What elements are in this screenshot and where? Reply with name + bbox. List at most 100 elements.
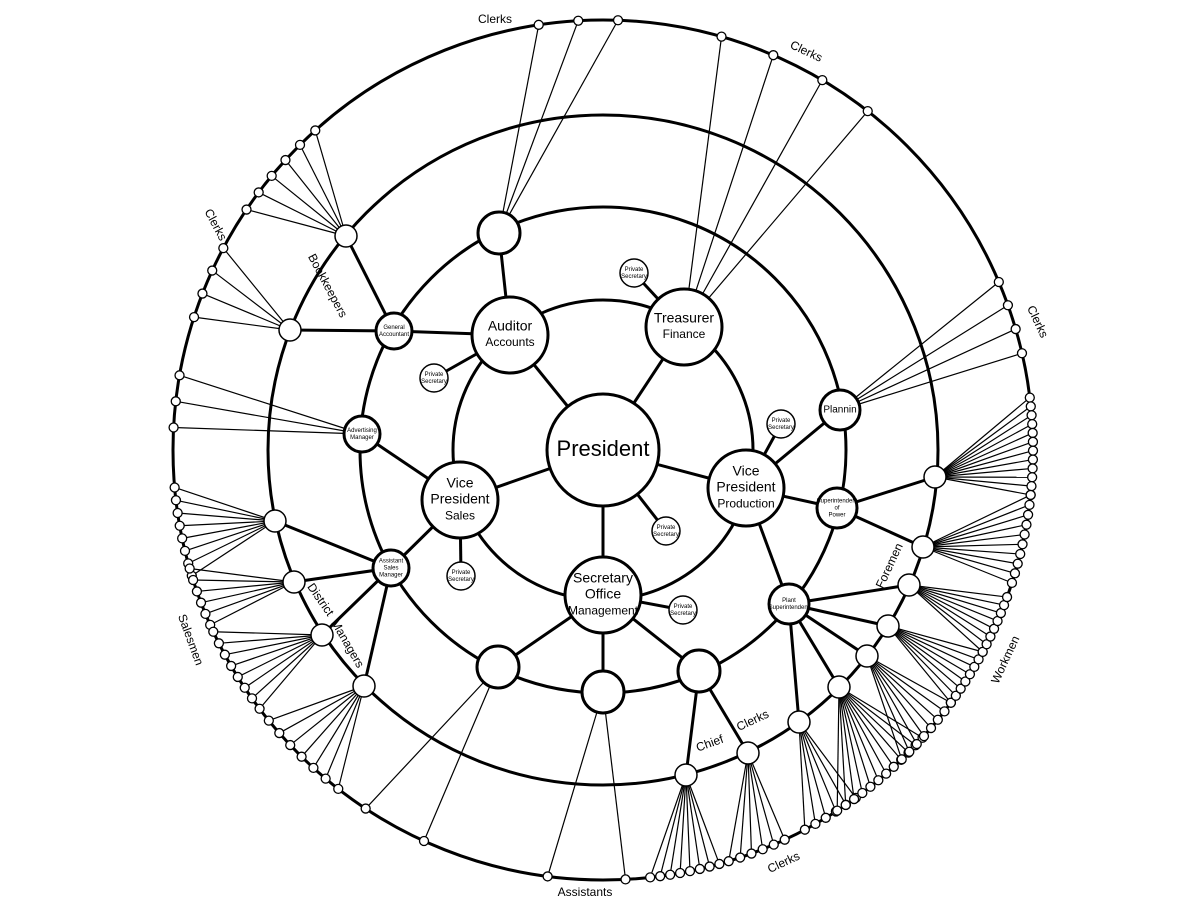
leaf-node bbox=[225, 660, 237, 672]
node-circle bbox=[619, 258, 649, 288]
fan-line bbox=[246, 208, 347, 237]
node-label: Secretary bbox=[448, 577, 474, 583]
node-circle bbox=[818, 388, 862, 432]
leaf-node bbox=[308, 762, 319, 774]
node-label: President bbox=[716, 479, 775, 495]
fan-line bbox=[205, 581, 295, 615]
node-circle bbox=[736, 741, 760, 765]
node-label: Auditor bbox=[488, 318, 533, 334]
edge-asm-a3 bbox=[274, 519, 392, 570]
fan-line bbox=[679, 774, 687, 874]
node-label: Accountant bbox=[379, 332, 409, 338]
fan-line bbox=[602, 691, 627, 880]
node-label: Private bbox=[625, 267, 644, 273]
node bbox=[352, 674, 376, 698]
fan-line bbox=[314, 130, 347, 237]
node-circle bbox=[876, 614, 900, 638]
fan-line bbox=[839, 281, 1000, 411]
fan-line bbox=[887, 625, 962, 690]
node bbox=[827, 675, 851, 699]
leaf-node bbox=[1027, 436, 1039, 447]
fan-line bbox=[325, 685, 365, 779]
leaf-node bbox=[1015, 548, 1026, 560]
fan-line bbox=[177, 512, 276, 522]
chief-label: Chief bbox=[694, 732, 726, 755]
leaf-node bbox=[865, 781, 876, 792]
leaf-node bbox=[263, 715, 274, 726]
leaf-node bbox=[294, 139, 306, 151]
node-label: Secretary bbox=[421, 379, 447, 385]
fan-line bbox=[747, 752, 786, 840]
node-label: Finance bbox=[663, 327, 706, 341]
node-circle bbox=[545, 392, 661, 508]
fan-line bbox=[866, 655, 945, 712]
leaf-node bbox=[911, 738, 922, 750]
fan-line bbox=[908, 584, 987, 645]
node-circle bbox=[766, 409, 796, 439]
fan-line bbox=[922, 504, 1030, 548]
node-label: President bbox=[430, 491, 489, 507]
clerks-label: Clerks bbox=[765, 849, 802, 876]
leaf-node bbox=[1025, 401, 1036, 412]
leaf-node bbox=[239, 682, 250, 693]
fan-line bbox=[244, 634, 323, 689]
fan-line bbox=[193, 316, 291, 331]
leaf-node bbox=[1010, 323, 1021, 335]
fan-line bbox=[196, 581, 295, 593]
node bbox=[897, 573, 921, 597]
leaf-node bbox=[993, 276, 1004, 288]
leaf-node bbox=[1026, 410, 1037, 421]
node-circle bbox=[580, 669, 626, 715]
fan-line bbox=[649, 774, 687, 878]
leaf-node bbox=[746, 848, 757, 859]
node-circle bbox=[923, 465, 947, 489]
node-circle bbox=[419, 363, 449, 393]
leaf-node bbox=[179, 545, 191, 557]
fan-line bbox=[209, 581, 295, 626]
leaf-node bbox=[964, 669, 976, 680]
leaf-node bbox=[1027, 427, 1038, 439]
leaf-node bbox=[296, 751, 307, 762]
fan-line bbox=[301, 685, 365, 758]
leaf-node bbox=[197, 288, 208, 299]
fan-line bbox=[934, 414, 1032, 478]
leaf-node bbox=[768, 839, 779, 850]
fan-line bbox=[193, 579, 295, 583]
leaf-node bbox=[960, 676, 971, 687]
fan-line bbox=[237, 634, 323, 678]
fan-line bbox=[922, 494, 1031, 548]
fan-line bbox=[498, 19, 619, 234]
fan-line bbox=[798, 721, 806, 830]
fan-line bbox=[866, 655, 910, 753]
leaf-node bbox=[253, 187, 264, 198]
leaf-node bbox=[714, 858, 725, 870]
fan-line bbox=[174, 486, 276, 522]
leaf-node bbox=[1001, 591, 1013, 603]
clerks-label: Clerks bbox=[478, 12, 512, 26]
fan-line bbox=[887, 625, 979, 660]
leaf-node bbox=[418, 835, 430, 847]
leaf-node bbox=[779, 834, 790, 845]
fan-line bbox=[187, 520, 276, 564]
node-label: Treasurer bbox=[654, 310, 715, 326]
node-label: Office bbox=[585, 586, 622, 602]
leaf-node bbox=[757, 844, 768, 855]
leaf-node bbox=[241, 204, 252, 215]
fan-line bbox=[934, 476, 1032, 487]
leaf-node bbox=[1006, 577, 1018, 589]
node bbox=[787, 710, 811, 734]
node-label: Sales bbox=[383, 566, 398, 572]
node-label: Superintendent bbox=[769, 605, 810, 611]
fan-line bbox=[173, 426, 363, 435]
leaf-node bbox=[665, 869, 676, 880]
salesmen-label: Salesmen bbox=[175, 612, 206, 667]
leaf-node bbox=[888, 761, 899, 772]
